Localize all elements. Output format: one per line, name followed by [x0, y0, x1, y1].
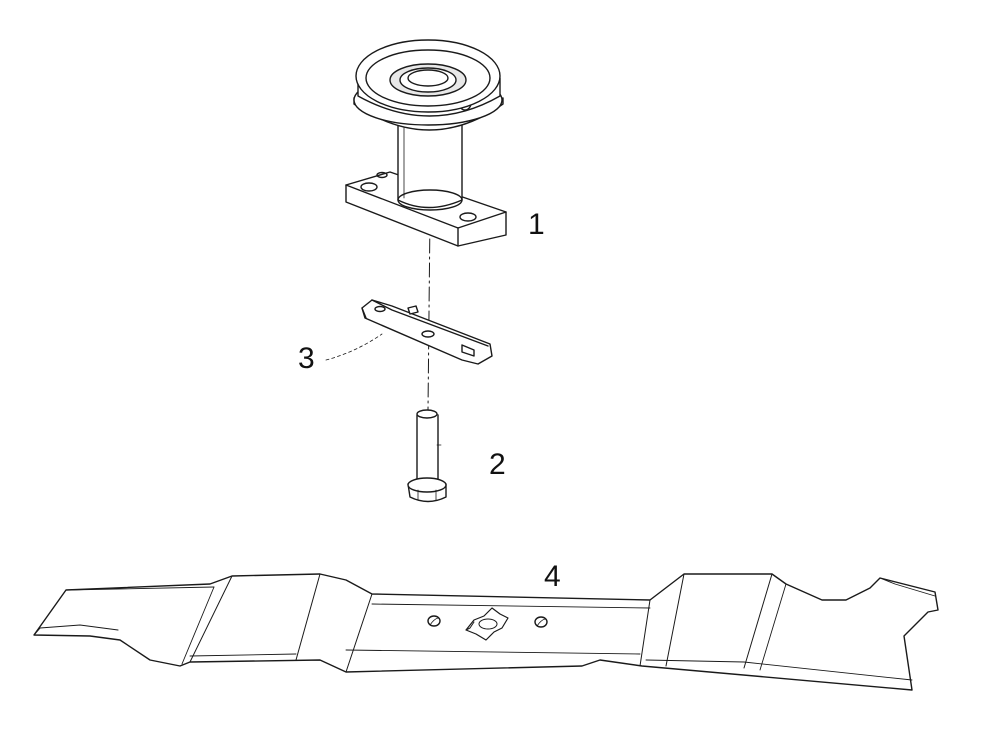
part-4-mower-blade	[33, 573, 939, 691]
callout-label-3: 3	[298, 342, 315, 375]
callout-label-2: 2	[489, 448, 506, 481]
assembly-axis-line	[427, 214, 431, 411]
part-3-adapter-plate	[361, 299, 493, 365]
part-2-bolt	[407, 409, 447, 503]
callout-label-4: 4	[544, 560, 561, 593]
part-1-pulley-spindle	[345, 39, 507, 247]
callout-label-1: 1	[528, 208, 545, 241]
leader-line-3	[325, 333, 383, 361]
